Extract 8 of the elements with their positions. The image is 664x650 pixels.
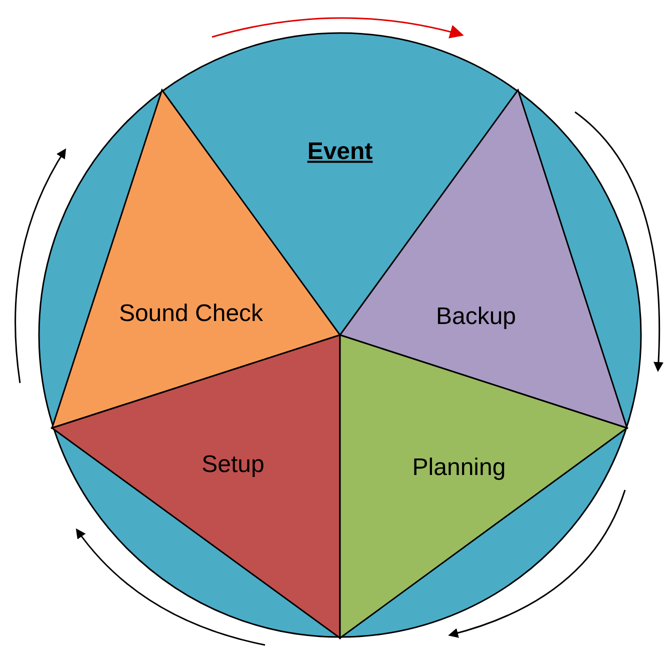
heading-label: Event — [307, 138, 373, 166]
triangle-segment — [340, 335, 627, 638]
segment-label: Backup — [436, 304, 516, 330]
segment-label: Sound Check — [118, 300, 264, 328]
cycle-circle — [38, 32, 642, 638]
segment-label: Planning — [412, 454, 506, 482]
segment-label: Setup — [202, 452, 264, 478]
triangle-segment — [52, 335, 340, 638]
